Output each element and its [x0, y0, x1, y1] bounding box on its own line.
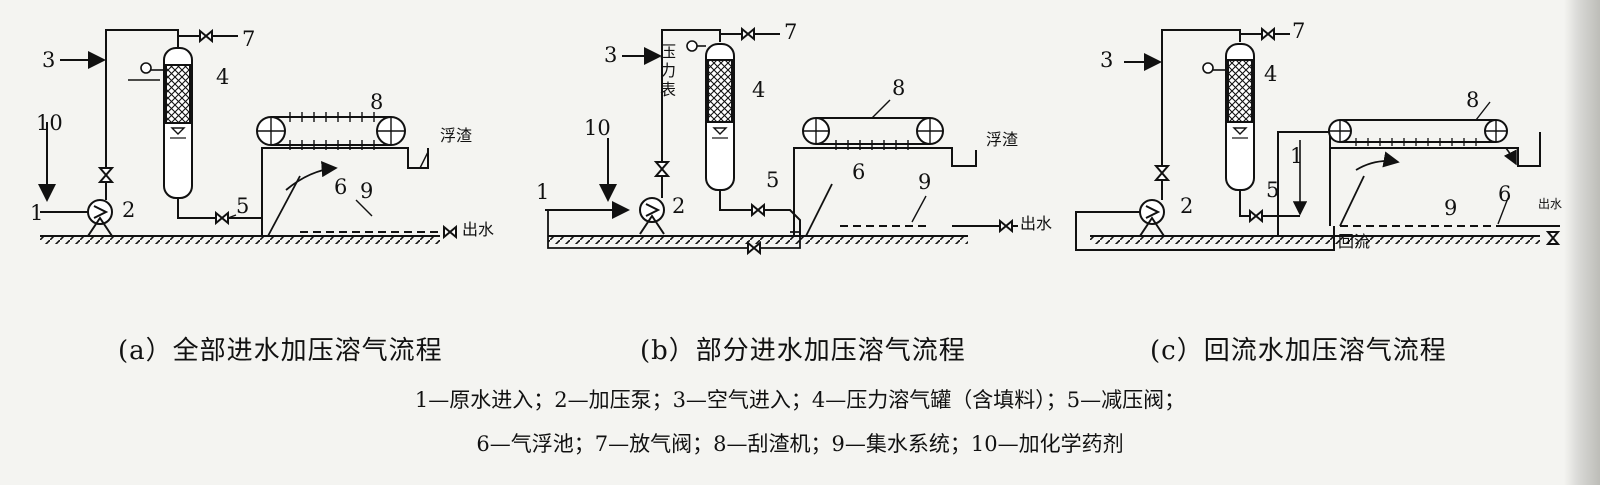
- pump-b: [639, 197, 665, 235]
- legend-line-2: 6—气浮池；7—放气阀；8—刮渣机；9—集水系统；10—加化学药剂: [476, 432, 1124, 456]
- label-b-1: 1: [536, 180, 550, 204]
- reducing-valve-a: [215, 210, 229, 226]
- caption-b: (b）部分进水加压溶气流程: [640, 336, 966, 366]
- flotation-tank-c: [1330, 132, 1541, 167]
- flotation-tank-b: [793, 147, 977, 236]
- label-a-6: 6: [334, 175, 348, 199]
- label-c-3: 3: [1100, 48, 1114, 72]
- label-c-reflux: 回流: [1338, 232, 1371, 251]
- page-edge-shadow: [1564, 0, 1600, 485]
- label-b-5: 5: [766, 168, 780, 192]
- label-b-9: 9: [918, 170, 932, 194]
- scum-scraper-a: [256, 112, 406, 150]
- label-c-6: 6: [1498, 182, 1512, 206]
- label-a-7: 7: [242, 27, 256, 51]
- inlet-chamber-c: [1277, 131, 1331, 236]
- diagram-b: [545, 26, 1018, 256]
- caption-c: (c）回流水加压溶气流程: [1150, 336, 1447, 366]
- pump-a: [87, 199, 113, 237]
- label-b-scum: 浮渣: [986, 130, 1019, 149]
- label-b-10: 10: [584, 116, 611, 140]
- label-b-6: 6: [852, 160, 866, 184]
- scum-scraper-c: [1328, 119, 1508, 146]
- pressure-tank-b: [686, 40, 735, 191]
- label-a-2: 2: [122, 198, 136, 222]
- label-a-9: 9: [360, 179, 374, 203]
- caption-a: (a）全部进水加压溶气流程: [118, 336, 443, 366]
- label-b-outlet: 出水: [1020, 214, 1053, 233]
- reflux-pipe-c: [1075, 211, 1335, 251]
- label-a-10: 10: [36, 111, 63, 135]
- label-a-outlet: 出水: [462, 220, 495, 239]
- check-valve-a: [97, 167, 115, 183]
- diagram-a: [38, 28, 457, 244]
- label-b-3: 3: [604, 43, 618, 67]
- label-c-9: 9: [1444, 196, 1458, 220]
- ground-hatch-a: [40, 236, 440, 244]
- pump-c: [1139, 199, 1165, 237]
- label-b-gauge: 压力表: [660, 42, 677, 99]
- label-b-7: 7: [784, 20, 798, 44]
- label-c-8: 8: [1466, 88, 1480, 112]
- ground-hatch-b: [548, 236, 968, 244]
- ground-hatch-c: [1090, 236, 1540, 244]
- label-c-1: 1: [1290, 144, 1304, 168]
- flotation-tank-a: [261, 147, 429, 236]
- vent-valve-a: [199, 28, 213, 44]
- diagram-c: [1075, 26, 1561, 251]
- label-a-5: 5: [236, 194, 250, 218]
- label-c-4: 4: [1264, 62, 1278, 86]
- label-a-scum: 浮渣: [440, 126, 473, 145]
- label-a-3: 3: [42, 48, 56, 72]
- label-c-2: 2: [1180, 194, 1194, 218]
- pressure-tank-a: [140, 40, 193, 199]
- label-a-4: 4: [216, 65, 230, 89]
- scum-scraper-b: [802, 117, 944, 150]
- label-c-7: 7: [1292, 19, 1306, 43]
- pressure-tank-c: [1202, 43, 1255, 191]
- label-b-4: 4: [752, 78, 766, 102]
- legend-line-1: 1—原水进入；2—加压泵；3—空气进入；4—压力溶气罐（含填料）；5—减压阀；: [414, 388, 1186, 412]
- label-c-5: 5: [1266, 178, 1280, 202]
- label-c-outlet: 出水: [1538, 197, 1563, 211]
- label-b-2: 2: [672, 194, 686, 218]
- label-b-8: 8: [892, 76, 906, 100]
- label-a-8: 8: [370, 90, 384, 114]
- label-a-1: 1: [30, 201, 44, 225]
